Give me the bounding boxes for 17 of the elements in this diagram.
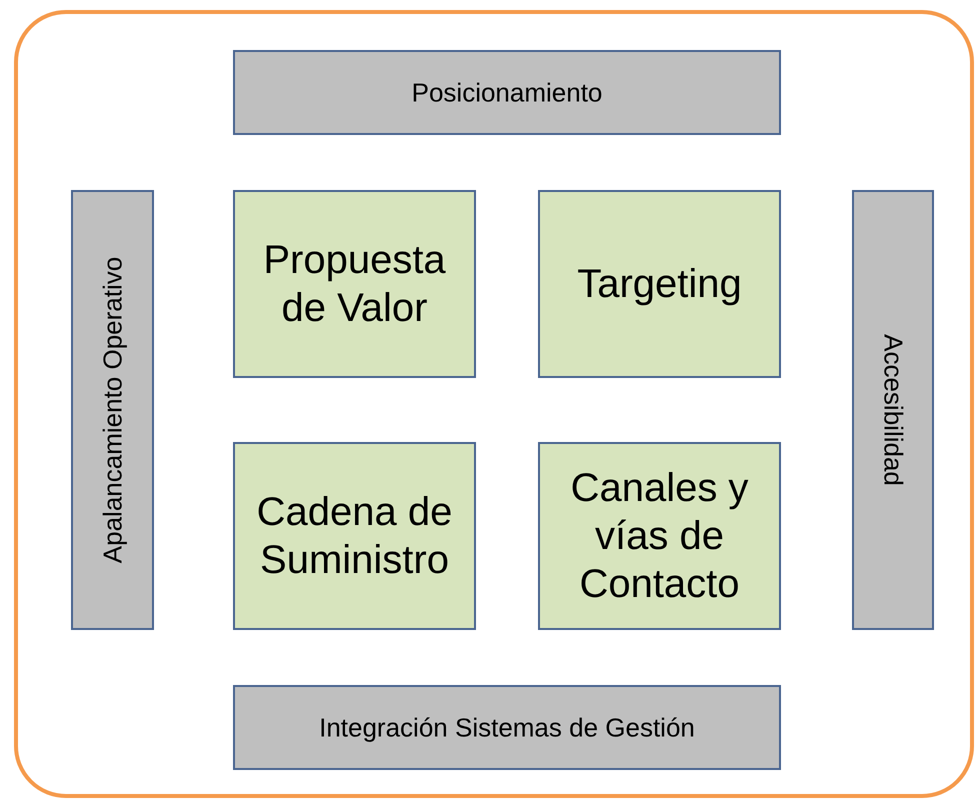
box-label: Posicionamiento	[410, 76, 604, 108]
label-bar	[852, 190, 934, 630]
category-box	[538, 442, 781, 630]
category-box	[233, 442, 476, 630]
category-box	[538, 190, 781, 378]
box-label: Targeting	[576, 261, 743, 308]
box-label: Cadena de Suministro	[256, 489, 454, 584]
box-label: Propuesta de Valor	[262, 237, 447, 332]
category-box	[233, 190, 476, 378]
box-label: Integración Sistemas de Gestión	[318, 712, 696, 744]
label-bar	[233, 685, 781, 770]
label-bar	[71, 190, 154, 630]
box-label: Apalancamiento Operativo	[96, 256, 128, 564]
label-bar	[233, 50, 781, 135]
frame-background	[14, 10, 974, 798]
box-label: Accesibilidad	[878, 334, 909, 486]
box-label: Canales y vías de Contacto	[570, 465, 750, 608]
